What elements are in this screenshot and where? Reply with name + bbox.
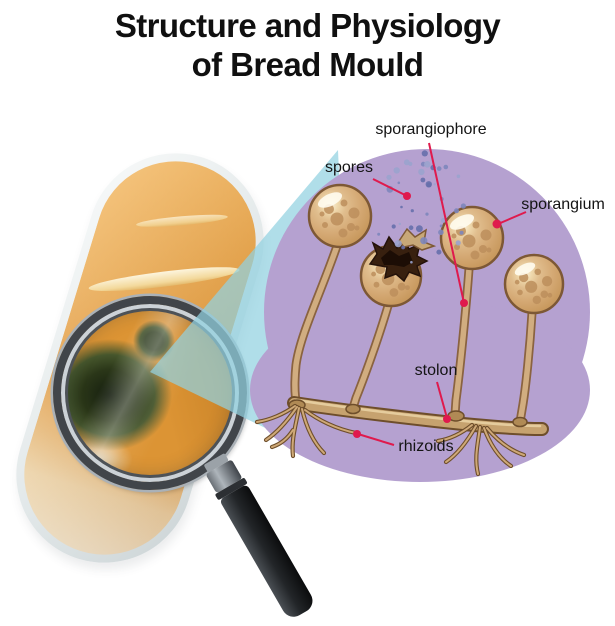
rhizoids-callout-dot [353,430,361,438]
sporangium-spot [389,288,399,297]
sporangium-spot [534,268,542,276]
sporangium-spot [371,271,377,277]
title-line-1: Structure and Physiology [114,7,501,44]
spore-dot [394,240,402,248]
spore-dot [460,203,466,209]
sporangium-spot [373,281,380,288]
sporangium-callout-dot [492,219,502,229]
spore-dot [377,232,381,236]
spore-dot [433,183,436,186]
sporangium-spot [338,228,348,238]
sporangium-spot [322,222,328,228]
sporangiophore-stalks [290,241,537,427]
spore-dot [418,168,425,176]
sporangium-spot [532,295,542,305]
spore-dot [400,205,403,209]
sporangiophore-callout-line [428,142,465,304]
spore-dot [426,182,432,188]
spore-dot [410,209,414,213]
spore-dot [398,222,401,226]
spore-dot [410,260,413,264]
spore-dot [393,167,400,174]
label-stolon: stolon [414,362,458,379]
sporangium-spot [451,233,457,239]
stolon-callout-line [436,381,448,419]
sporangium-spot [525,280,538,293]
sporangium-callout-line [497,211,527,225]
spores-callout-dot [403,192,411,200]
page-title: Structure and Physiology of Bread Mould [0,6,615,84]
sporangiophore-callout-dot [460,299,468,307]
spore-dot [408,161,413,166]
spore-dot [454,208,459,214]
label-rhizoids: rhizoids [398,438,454,455]
sporangium-spot [354,225,360,231]
spore-dot [420,177,426,183]
sporangium-spot [540,290,549,299]
spore-dot [386,174,392,180]
spore-dot [441,218,446,223]
spore-dot [421,150,428,157]
label-sporangium: sporangium [521,196,605,213]
stolon-stem [287,396,549,436]
title-line-2: of Bread Mould [191,46,424,83]
burst-sporangium-opening [368,227,437,283]
spore-dot [436,166,442,171]
sporangium-spot [547,292,553,298]
spore-dot [439,224,443,228]
sporangium-spot [472,221,480,229]
rhizoids-callout-line [357,433,395,446]
spore-dot [455,240,461,246]
label-spores: spores [324,159,374,176]
spores-callout-line [372,178,408,197]
spore-dot [438,229,444,236]
sporangium-spot [514,279,520,285]
sporangium-spot [486,247,492,253]
spore-dot [397,181,401,185]
sporangium-spot [397,282,406,291]
spore-dot [436,249,442,255]
sporangium-spot [405,285,410,291]
stolon-callout-dot [443,415,451,423]
sporangium-spot [462,234,476,248]
spore-dot [456,174,461,179]
sporangium-spot [319,211,325,217]
spore-dot [391,224,396,229]
rhizoids-roots [254,403,527,477]
sporangium-highlights [317,192,536,276]
sporangium-spot [517,289,523,296]
sporangium-spot [479,245,487,253]
sporangium-spot [480,229,492,241]
spore-dot [408,225,414,230]
spore-dot [420,237,428,245]
sporangium-spot [470,250,480,260]
sporangium-spot [347,223,355,231]
spore-dot [424,161,431,168]
spore-dot [459,230,464,235]
spore-dot [425,212,429,216]
sporangium-spot [348,207,360,219]
spore-dot [443,164,449,170]
sporangium-spot [454,244,460,250]
spore-dot [401,245,405,250]
sporangium-spot [340,199,348,207]
sporangium-spot [541,276,553,287]
sporangium-spot [330,212,344,226]
spore-dot [416,225,423,233]
label-sporangiophore: sporangiophore [375,121,487,138]
